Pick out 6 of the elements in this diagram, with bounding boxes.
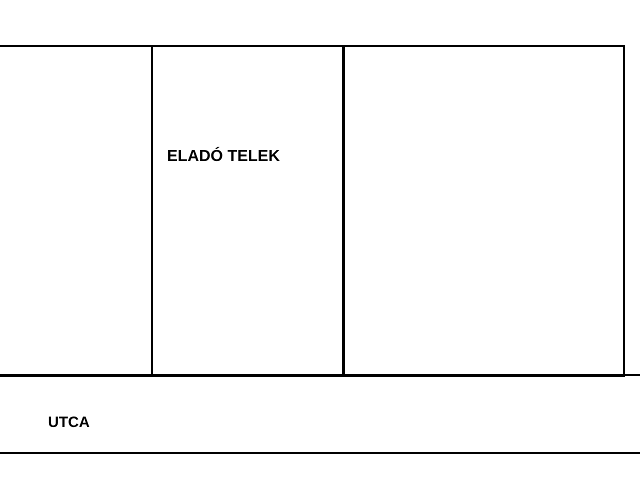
street-band	[0, 374, 640, 454]
plot-label: ELADÓ TELEK	[167, 146, 280, 167]
plot-outline	[151, 45, 345, 377]
street-label: UTCA	[48, 413, 90, 433]
plot-outline	[0, 45, 153, 377]
plot-outline	[342, 45, 625, 377]
